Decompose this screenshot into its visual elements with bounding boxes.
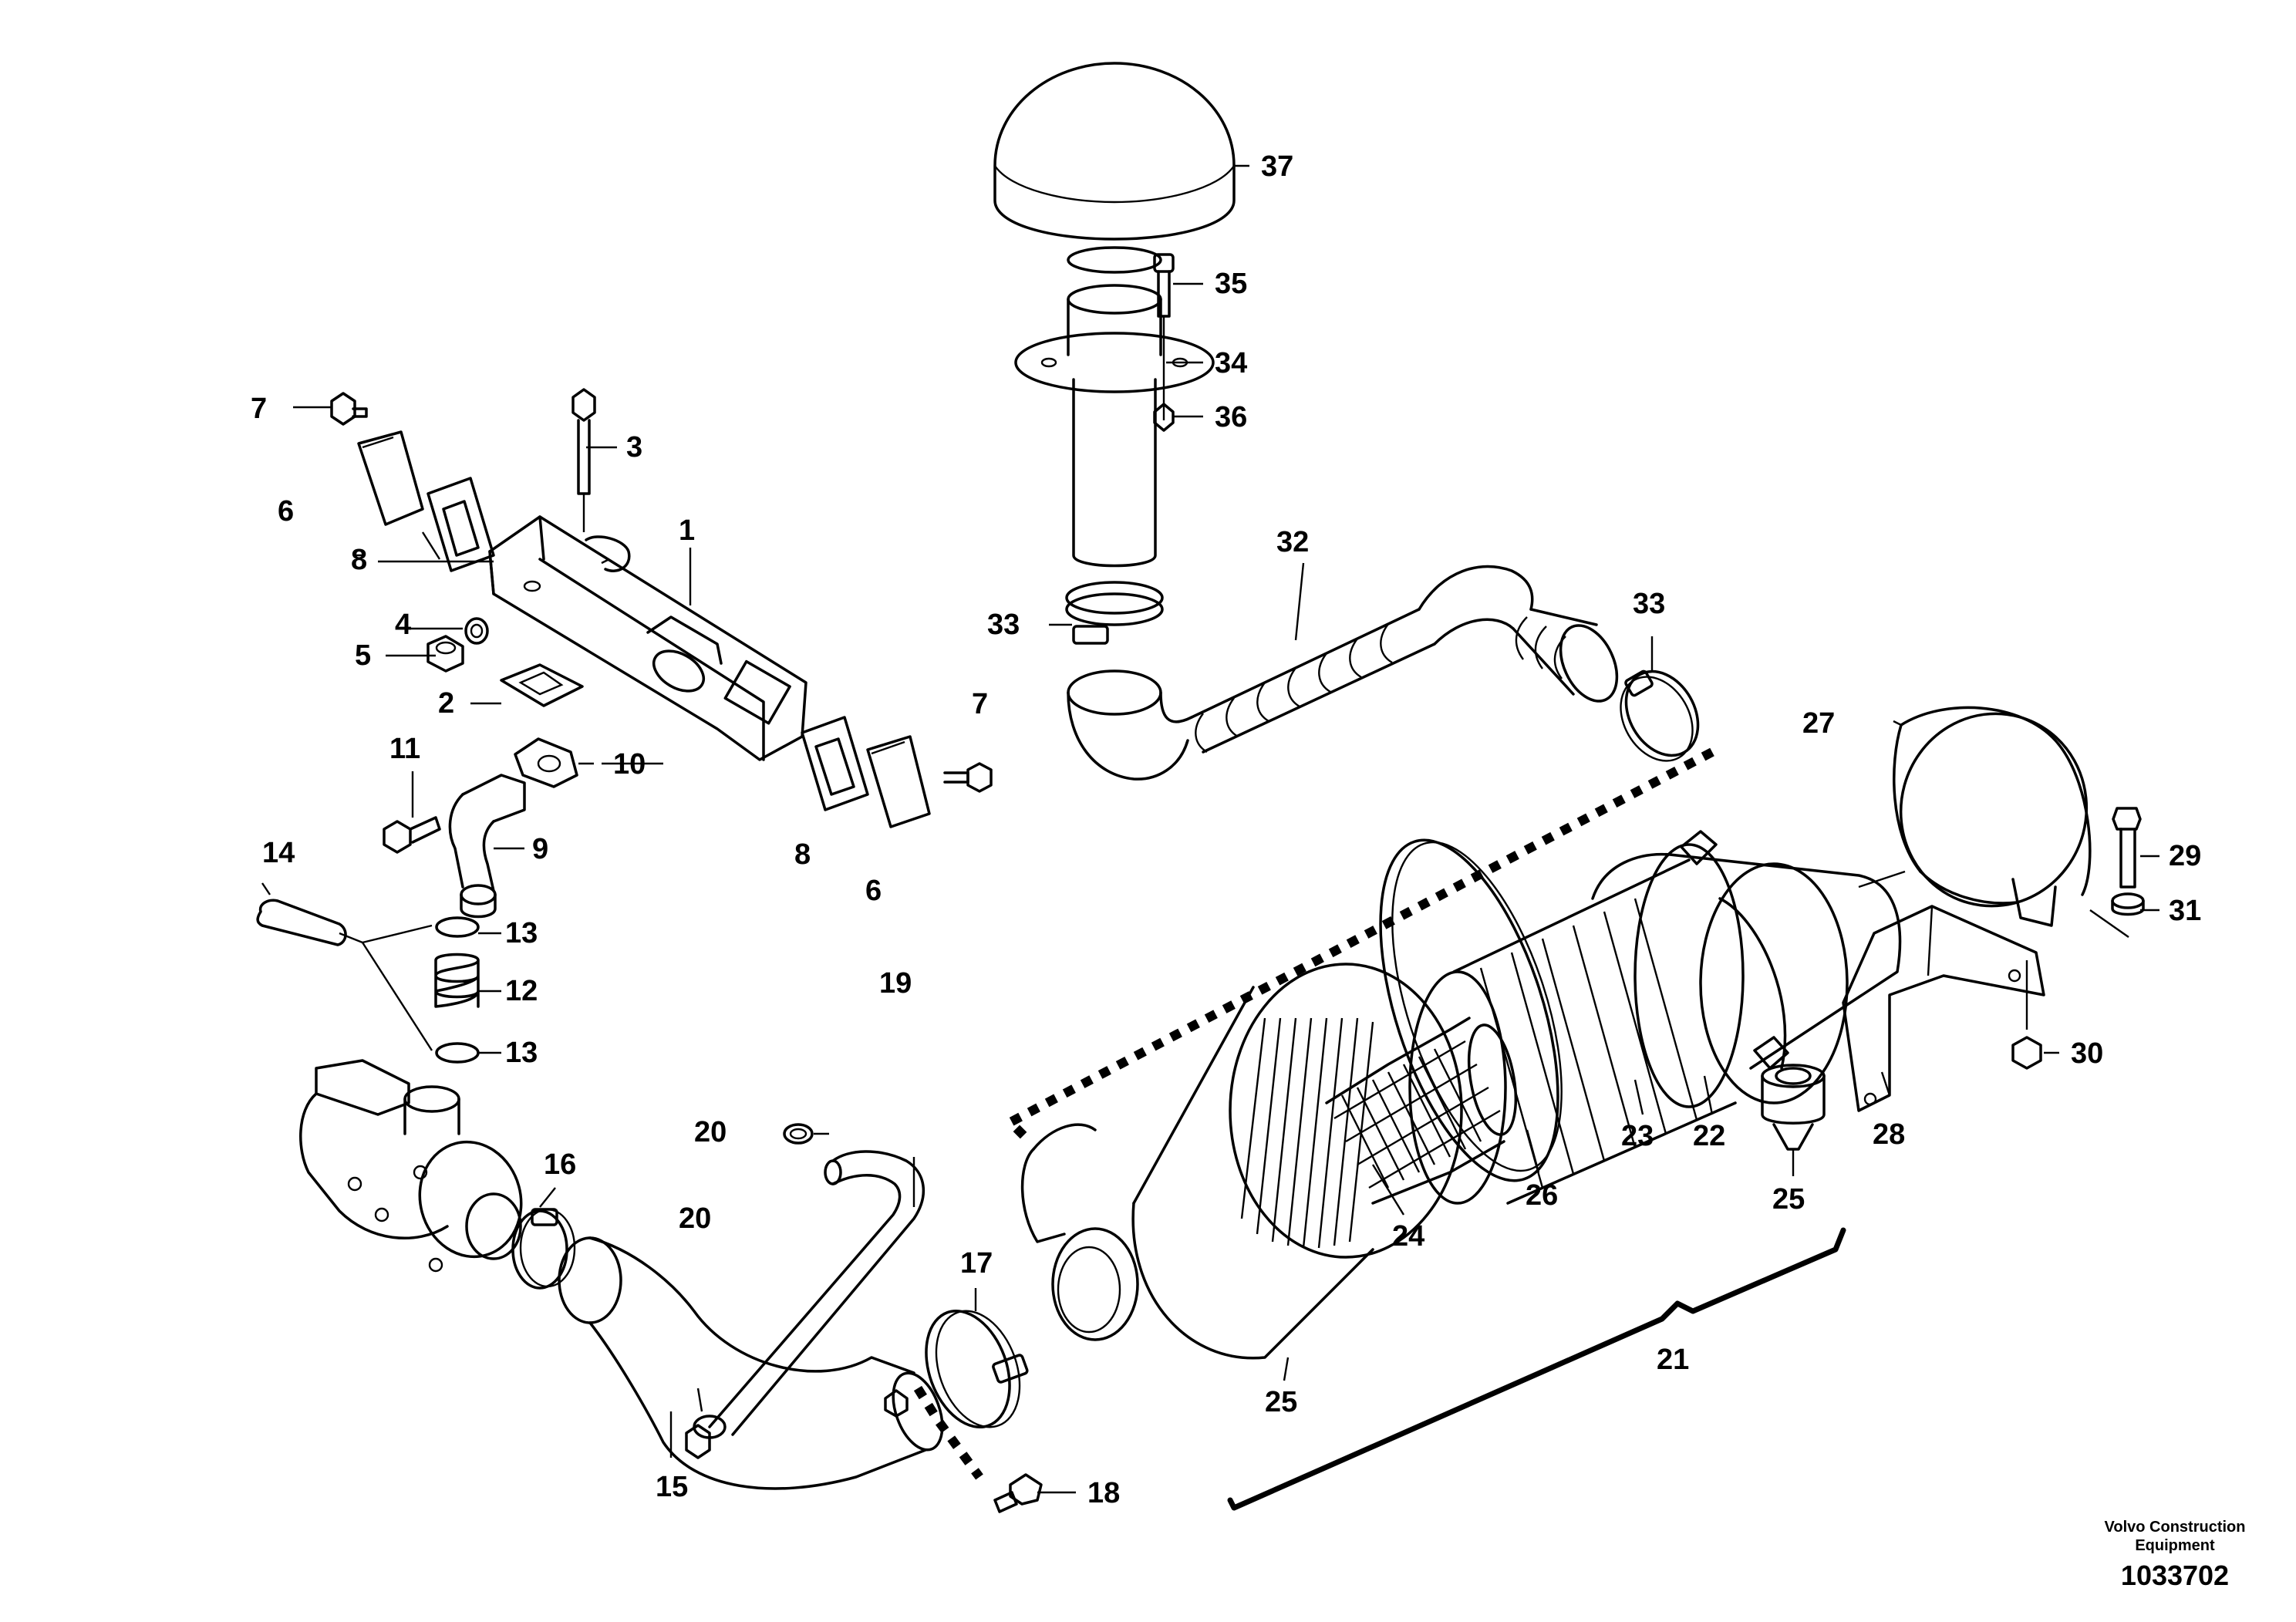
label-19: 19 — [879, 967, 912, 1000]
label-4: 4 — [395, 609, 411, 641]
label-1: 1 — [679, 514, 695, 547]
part-27-mounting-band — [1893, 706, 2092, 927]
label-16: 16 — [544, 1148, 576, 1181]
label-23: 23 — [1621, 1120, 1654, 1152]
company-name-line1: Volvo Construction — [2105, 1519, 2246, 1536]
part-26-sealing-ring — [1379, 838, 1563, 1182]
part-20-clip-upper — [783, 1123, 814, 1145]
part-4-washer — [464, 617, 489, 645]
label-21: 21 — [1657, 1344, 1689, 1376]
housing-grille — [1240, 1017, 1374, 1249]
label-13-upper: 13 — [505, 917, 538, 949]
part-37-air-cap — [993, 62, 1236, 274]
label-35: 35 — [1215, 268, 1247, 300]
label-8-right: 8 — [794, 838, 811, 871]
part-6-cover-left — [357, 430, 424, 526]
label-18: 18 — [1087, 1477, 1120, 1509]
part-15-outlet-hose — [558, 1236, 944, 1490]
part-21-assembly-brace — [1227, 1227, 1846, 1511]
label-25-housing: 25 — [1265, 1386, 1297, 1418]
label-20-upper: 20 — [694, 1116, 727, 1148]
label-6-right: 6 — [865, 875, 882, 907]
part-2-gasket — [500, 663, 584, 707]
label-20-lower: 20 — [679, 1202, 711, 1235]
label-32: 32 — [1276, 526, 1309, 558]
label-31: 31 — [2169, 895, 2201, 927]
part-labels: 37 35 34 36 32 33 33 1 7 3 6 8 4 5 2 10 … — [251, 150, 2201, 1509]
label-17: 17 — [960, 1247, 993, 1280]
label-10: 10 — [613, 748, 646, 781]
assembly-line-outlet — [913, 1385, 983, 1480]
document-number: 1033702 — [2121, 1560, 2229, 1591]
part-23-main-element — [1408, 843, 1745, 1205]
label-15: 15 — [656, 1471, 688, 1503]
part-34-intake-tube — [1014, 284, 1215, 568]
part-22-housing-cover — [1591, 830, 1902, 1104]
label-36: 36 — [1215, 401, 1247, 433]
label-2: 2 — [438, 687, 454, 720]
label-22: 22 — [1693, 1120, 1725, 1152]
part-9-elbow-pipe — [448, 774, 526, 919]
part-17-hose-clamp — [925, 1309, 1029, 1429]
footer: Volvo Construction Equipment 1033702 — [2105, 1519, 2246, 1591]
label-29: 29 — [2169, 840, 2201, 872]
label-7-left: 7 — [251, 393, 267, 425]
label-37: 37 — [1261, 150, 1293, 183]
label-8-left: 8 — [351, 544, 367, 576]
part-8-gasket-left — [426, 477, 495, 572]
company-name-line2: Equipment — [2135, 1537, 2215, 1554]
turbocharger — [299, 1059, 523, 1273]
label-28: 28 — [1873, 1118, 1905, 1151]
label-9: 9 — [532, 833, 548, 865]
part-12-spring — [434, 953, 480, 1008]
part-10-flange-gasket — [514, 737, 578, 788]
part-29-bolt — [2112, 807, 2142, 889]
sensor-leaders — [361, 924, 433, 1051]
part-25-evacuator-valve — [1761, 1064, 1826, 1151]
label-6-left: 6 — [278, 495, 294, 528]
part-7-bolt-right — [943, 762, 993, 793]
label-25-valve: 25 — [1772, 1183, 1805, 1216]
label-33-right: 33 — [1633, 588, 1665, 620]
part-13-ring-upper — [435, 916, 480, 938]
label-14: 14 — [262, 837, 295, 869]
part-31-washer — [2111, 892, 2145, 916]
label-13-lower: 13 — [505, 1037, 538, 1069]
part-32-intake-hose — [1067, 565, 1619, 781]
label-30: 30 — [2071, 1037, 2103, 1070]
assembly-line-intake — [1003, 747, 1714, 1141]
part-25-filter-housing — [1020, 963, 1463, 1360]
label-27: 27 — [1802, 707, 1835, 740]
part-8-gasket-right — [801, 716, 869, 811]
label-7-right: 7 — [972, 688, 988, 720]
label-34: 34 — [1215, 347, 1247, 379]
part-28-support-bracket — [1842, 905, 2045, 1112]
label-3: 3 — [626, 431, 642, 464]
part-5-plug — [426, 635, 464, 673]
label-24: 24 — [1392, 1220, 1424, 1253]
part-13-ring-lower — [435, 1042, 480, 1064]
part-36-nut — [1153, 403, 1175, 432]
part-30-nut — [2011, 1036, 2042, 1070]
part-16-hose-clamp — [511, 1208, 576, 1290]
label-12: 12 — [505, 975, 538, 1007]
label-33-left: 33 — [987, 609, 1020, 641]
part-11-bolt — [383, 816, 441, 854]
part-18-pressure-switch — [993, 1473, 1043, 1513]
part-14-sensor — [256, 899, 363, 946]
label-26: 26 — [1526, 1179, 1558, 1212]
part-19-vent-hose — [708, 1150, 925, 1436]
part-6-cover-right — [866, 735, 931, 828]
label-11: 11 — [389, 733, 420, 765]
label-5: 5 — [355, 639, 371, 672]
leader-lines — [261, 164, 2159, 1494]
part-1-manifold — [488, 515, 807, 761]
part-33-hose-clamp-right — [1620, 669, 1700, 762]
part-20-clip-lower — [685, 1415, 727, 1459]
part-7-bolt-left — [330, 392, 368, 426]
part-3-bolt — [571, 388, 596, 532]
part-33-hose-clamp-upper — [1065, 581, 1164, 645]
